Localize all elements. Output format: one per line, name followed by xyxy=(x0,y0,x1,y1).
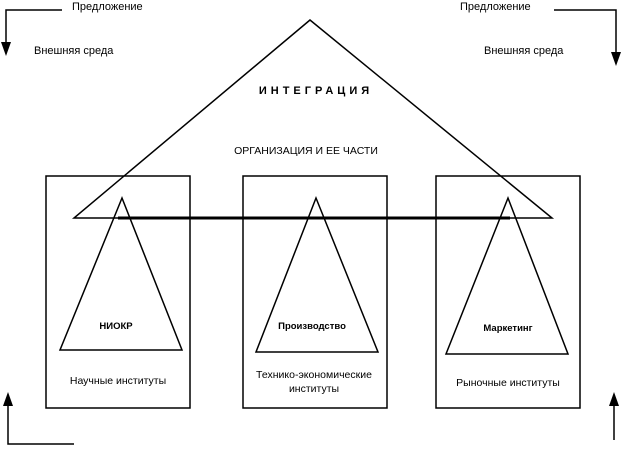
top-right-arrow-icon xyxy=(554,9,621,66)
top-left-label: Предложение xyxy=(72,1,143,13)
triangle-label-marketing: Маркетинг xyxy=(483,323,532,334)
top-right-label: Предложение xyxy=(460,1,531,13)
bottom-right-arrow-icon xyxy=(609,392,619,440)
org-label: ОРГАНИЗАЦИЯ И ЕЕ ЧАСТИ xyxy=(234,145,378,157)
column-box-marketing xyxy=(435,175,581,409)
triangle-marketing xyxy=(444,195,570,355)
triangle-production xyxy=(254,195,380,353)
triangle-label-niokr: НИОКР xyxy=(99,321,133,332)
roof-triangle xyxy=(71,19,555,219)
env-left-label: Внешняя среда xyxy=(34,45,114,57)
institute-label-technical-line1: Технико-экономические xyxy=(256,369,372,381)
institute-label-science: Научные институты xyxy=(70,375,166,387)
bottom-left-arrow-icon xyxy=(3,392,74,445)
institute-label-technical-line2: институты xyxy=(289,383,339,395)
column-box-niokr xyxy=(45,175,191,409)
top-left-arrow-icon xyxy=(1,9,62,56)
triangle-niokr xyxy=(58,195,184,351)
column-box-production xyxy=(242,175,388,409)
env-right-label: Внешняя среда xyxy=(484,45,564,57)
integration-label: ИНТЕГРАЦИЯ xyxy=(259,85,373,97)
triangle-label-production: Производство xyxy=(278,321,346,332)
institute-label-market: Рыночные институты xyxy=(456,377,560,389)
